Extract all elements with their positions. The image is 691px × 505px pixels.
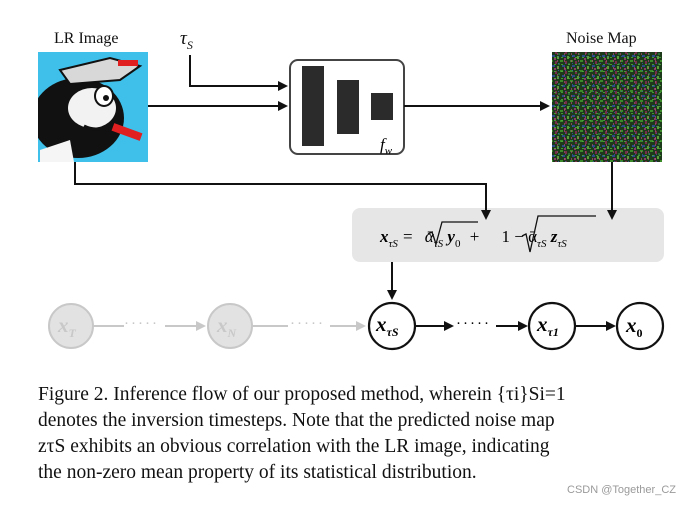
faded-chain: xT ····· xN ····· (48, 303, 366, 349)
faded-dots-2: ····· (290, 316, 325, 332)
active-chain: xτS ····· xτ1 x0 (367, 301, 665, 351)
noise-map-image (552, 52, 662, 162)
node-x-T-label: xT (57, 313, 77, 340)
lr-image (38, 52, 148, 162)
network-block-medium (337, 80, 359, 134)
tau-s-arrow (189, 55, 288, 91)
figure-caption: Figure 2. Inference flow of our proposed… (38, 382, 683, 486)
watermark: CSDN @Together_CZ (567, 484, 676, 496)
node-x-N-label: xN (216, 313, 238, 340)
network-label: fw (380, 135, 393, 157)
network-fw: fw (289, 59, 405, 157)
node-x-tauS-label: xτS (375, 312, 399, 339)
lr-image-label: LR Image (54, 30, 119, 47)
sqrt-sign-1 (427, 221, 478, 247)
tau-s-label: τS (180, 28, 193, 52)
equation-box (352, 208, 664, 262)
inference-flow-diagram: fw xτS= ᾱτS y0 + 1 − ᾱτS zτS xT ····· xN… (38, 52, 665, 351)
caption-line-3: zτS exhibits an obvious correlation with… (38, 436, 550, 457)
active-dots: ····· (456, 316, 491, 332)
caption-line-4: the non-zero mean property of its statis… (38, 462, 477, 483)
node-x-tau1-label: xτ1 (536, 312, 559, 339)
node-x-0 (615, 301, 665, 351)
caption-line-1: Figure 2. Inference flow of our proposed… (38, 384, 566, 405)
node-x-0-label: x0 (625, 313, 643, 340)
faded-dots-1: ····· (124, 316, 159, 332)
network-block-large (302, 66, 324, 146)
caption-line-2: denotes the inversion timesteps. Note th… (38, 410, 555, 431)
noise-map-label: Noise Map (566, 30, 637, 47)
sqrt-sign-2 (521, 215, 596, 253)
network-block-small (371, 93, 393, 120)
lr-to-equation-arrow (74, 162, 491, 220)
